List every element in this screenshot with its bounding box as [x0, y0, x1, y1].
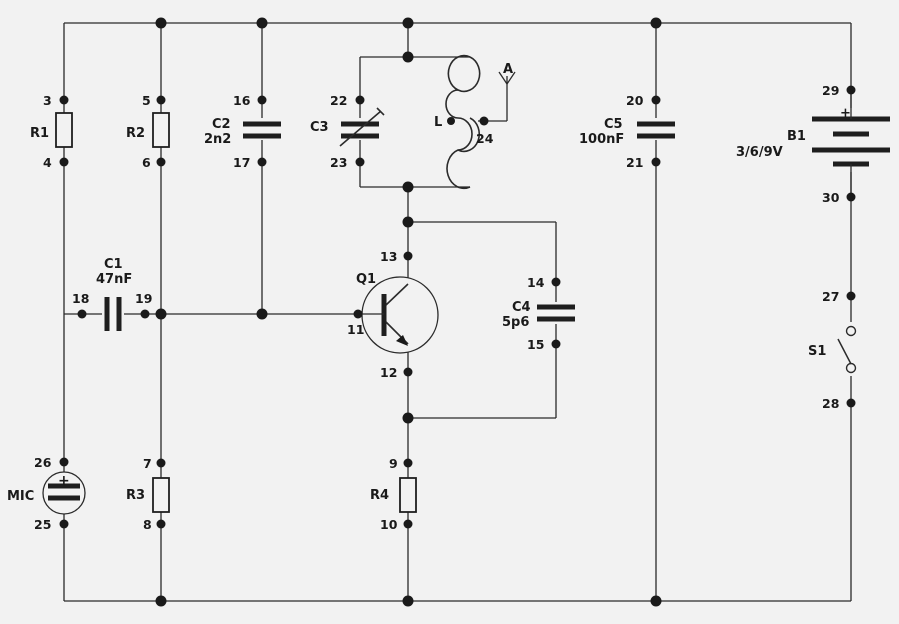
antenna-icon: [498, 71, 516, 121]
pin-19: 19: [135, 291, 152, 306]
value-c2: 2n2: [204, 132, 231, 147]
pin-11: 11: [347, 322, 364, 337]
capacitor-c1: [102, 297, 124, 331]
resistor-r2: [152, 112, 170, 148]
label-c4: C4: [512, 300, 531, 315]
polarity-b1: +: [840, 106, 851, 121]
resistor-r3: [152, 477, 170, 513]
label-r2: R2: [126, 126, 145, 141]
variable-capacitor-c3: [338, 107, 385, 147]
value-b1: 3/6/9V: [736, 145, 783, 160]
pin-dots: [59, 85, 856, 529]
transistor-q1: [358, 276, 439, 354]
label-mic: MIC: [7, 489, 34, 504]
label-c5: C5: [604, 117, 623, 132]
microphone-mic: [42, 471, 86, 515]
pin-12: 12: [380, 365, 397, 380]
battery-b1: [810, 90, 892, 197]
label-s1: S1: [808, 344, 826, 359]
label-r1: R1: [30, 126, 49, 141]
pin-5: 5: [142, 93, 151, 108]
pin-13: 13: [380, 249, 397, 264]
pin-15: 15: [527, 337, 544, 352]
pin-18: 18: [72, 291, 89, 306]
capacitor-c4: [534, 302, 578, 324]
pin-17: 17: [233, 155, 250, 170]
capacitor-c5: [634, 118, 678, 140]
pin-29: 29: [822, 83, 839, 98]
pin-3: 3: [43, 93, 52, 108]
pin-6: 6: [142, 155, 151, 170]
pin-24: 24: [476, 131, 494, 146]
pin-23: 23: [330, 155, 347, 170]
pin-8: 8: [143, 517, 152, 532]
resistor-r1: [55, 112, 73, 148]
pin-27: 27: [822, 289, 839, 304]
pin-22: 22: [330, 93, 347, 108]
pin-10: 10: [380, 517, 398, 532]
polarity-mic: +: [58, 473, 70, 489]
pin-30: 30: [822, 190, 840, 205]
label-l: L: [434, 115, 442, 130]
junction-dots: [155, 17, 662, 607]
pin-4: 4: [43, 155, 52, 170]
value-c4: 5p6: [502, 315, 529, 330]
pin-25: 25: [34, 517, 51, 532]
pin-7: 7: [143, 456, 152, 471]
value-c5: 100nF: [579, 132, 624, 147]
label-c1: C1: [104, 257, 123, 272]
label-c3: C3: [310, 120, 329, 135]
pin-20: 20: [626, 93, 644, 108]
pin-9: 9: [389, 456, 398, 471]
pin-16: 16: [233, 93, 251, 108]
pin-21: 21: [626, 155, 643, 170]
switch-s1: [837, 322, 864, 376]
label-q1: Q1: [356, 272, 376, 287]
value-c1: 47nF: [96, 272, 132, 287]
pin-26: 26: [34, 455, 52, 470]
label-r3: R3: [126, 488, 145, 503]
label-r4: R4: [370, 488, 389, 503]
pin-28: 28: [822, 396, 839, 411]
pin-14: 14: [527, 275, 545, 290]
label-c2: C2: [212, 117, 231, 132]
capacitor-c2: [240, 118, 284, 140]
resistor-r4: [399, 477, 417, 513]
label-b1: B1: [787, 129, 806, 144]
label-antenna: A: [503, 62, 513, 77]
